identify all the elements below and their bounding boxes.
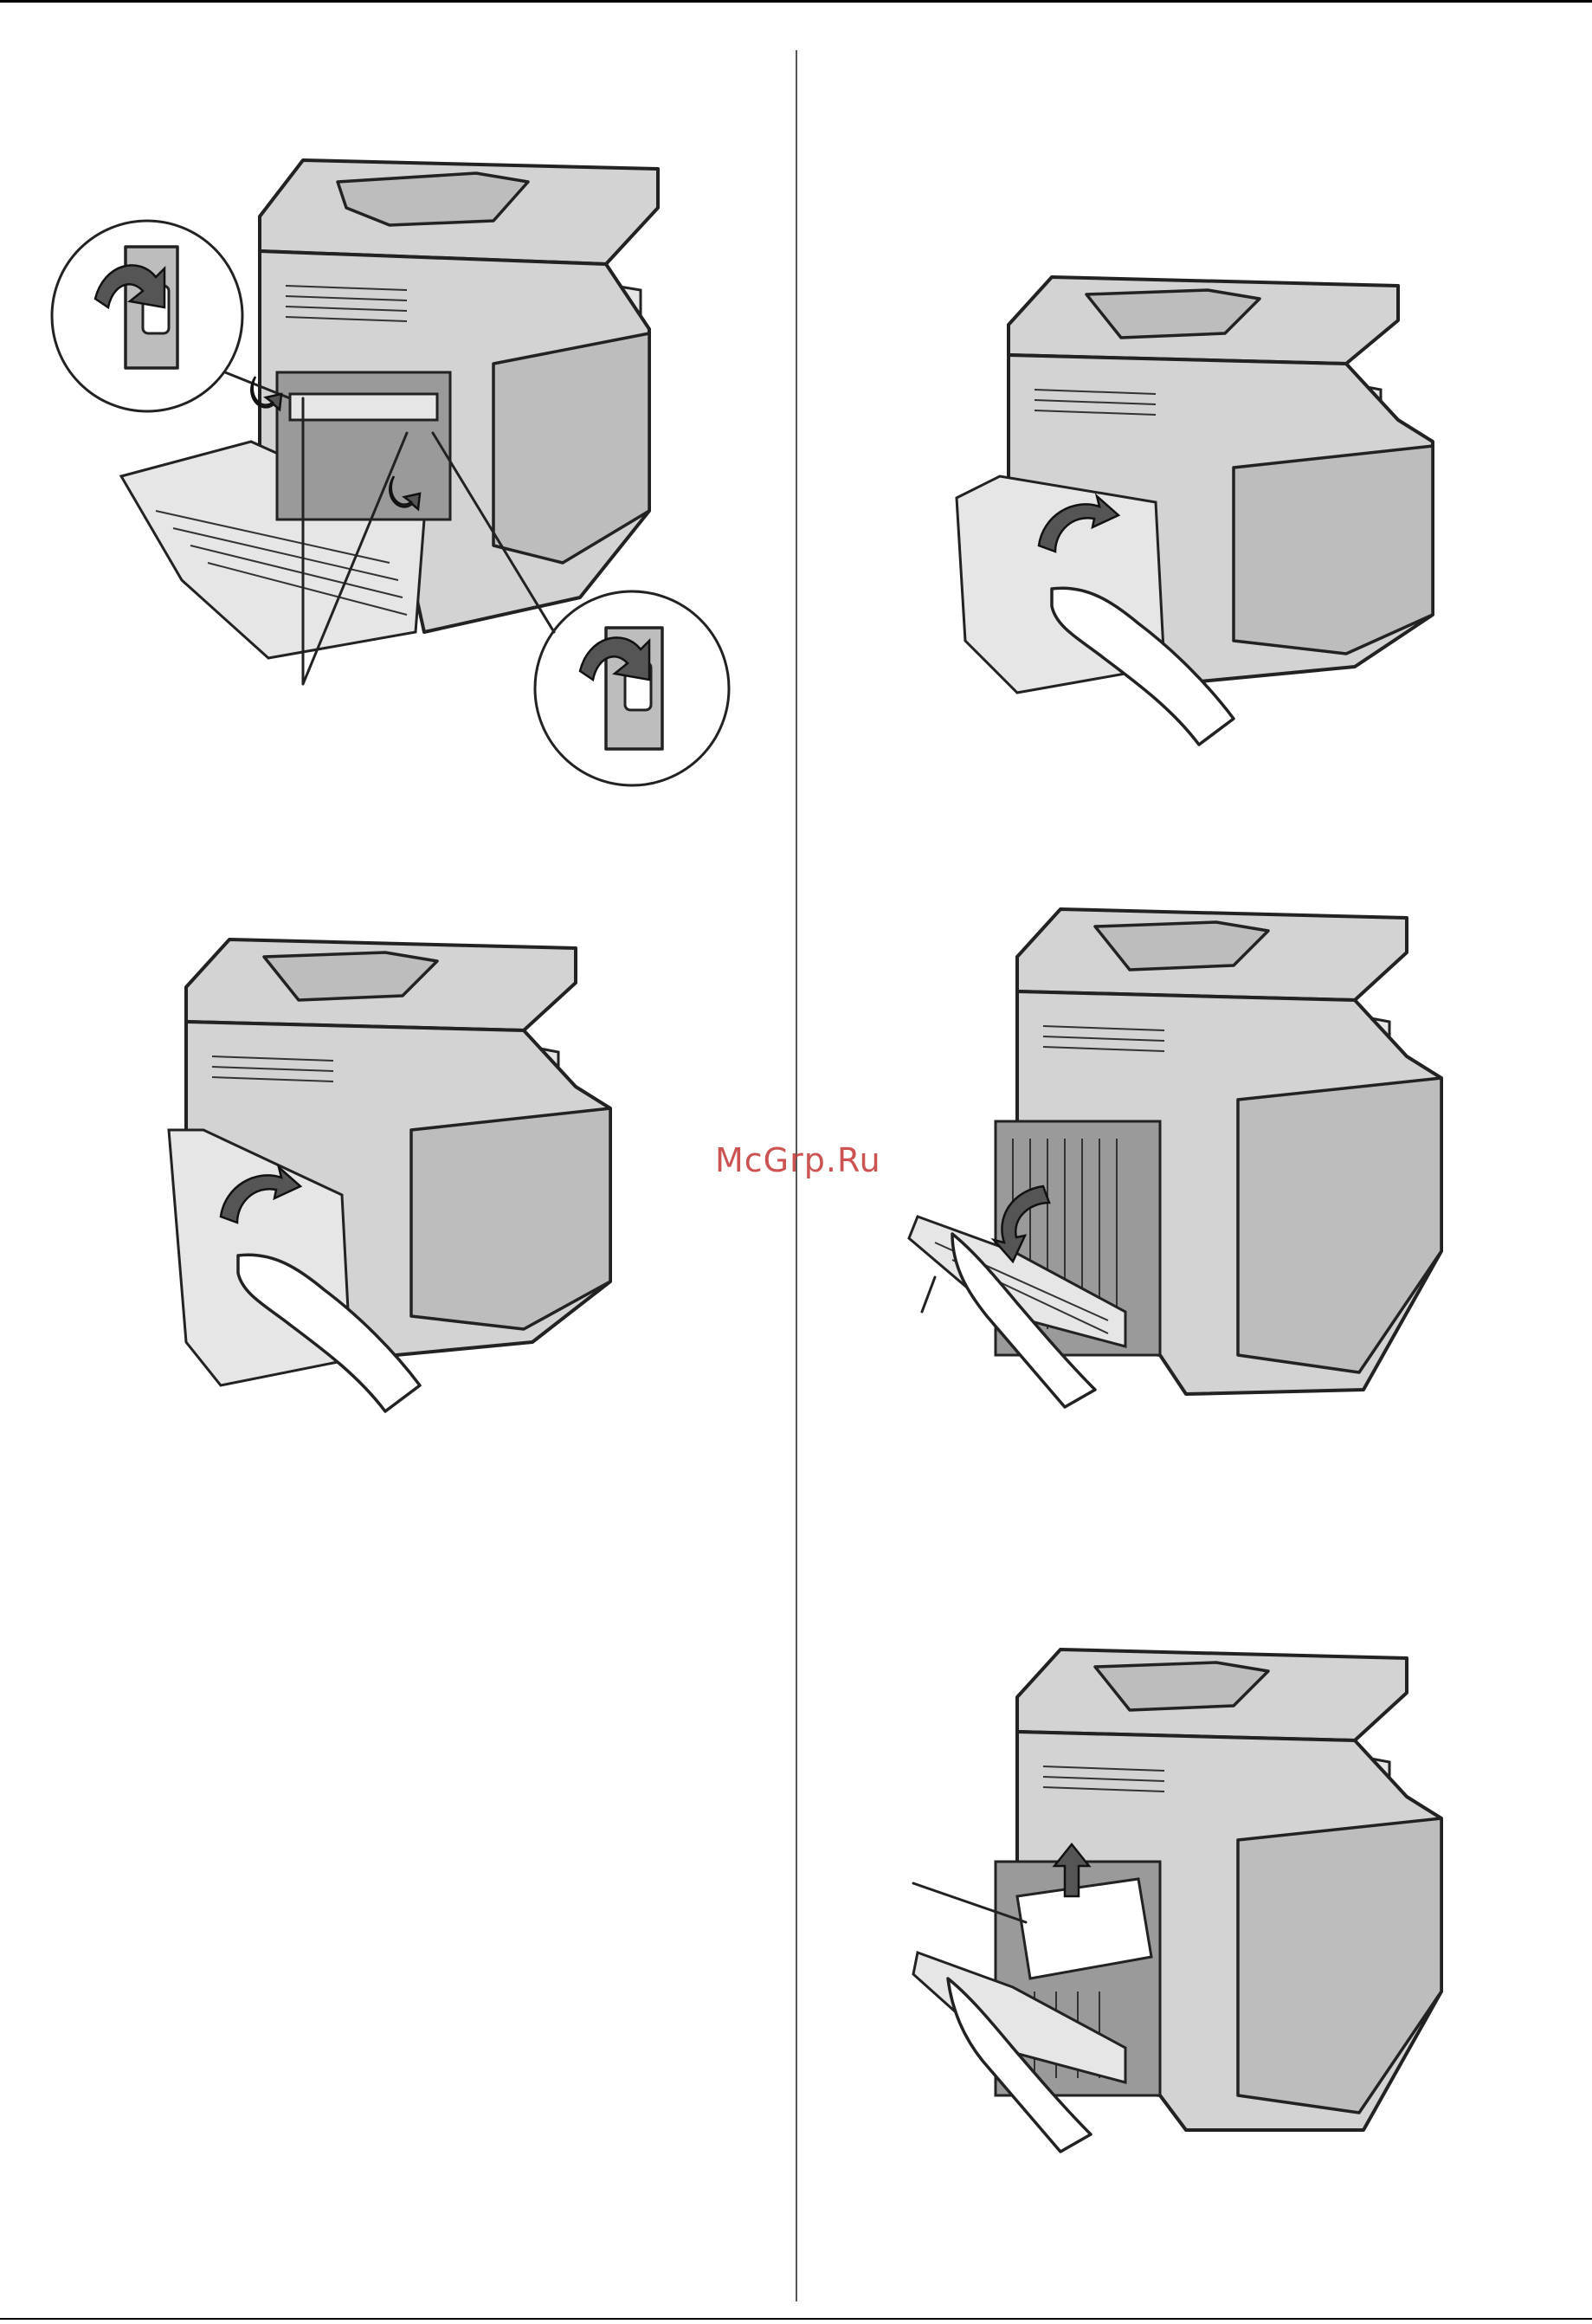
printer-close-cover-illustration-left [169,935,619,1429]
printer-remove-paper-illustration [913,1645,1450,2147]
printer-open-cover-illustration [900,905,1446,1407]
top-rule [0,0,1592,3]
watermark-text: McGrp.Ru [715,1141,881,1179]
printer-levers-illustration [43,147,736,788]
printer-close-cover-illustration-right [948,268,1441,762]
bottom-rule [0,2318,1592,2320]
